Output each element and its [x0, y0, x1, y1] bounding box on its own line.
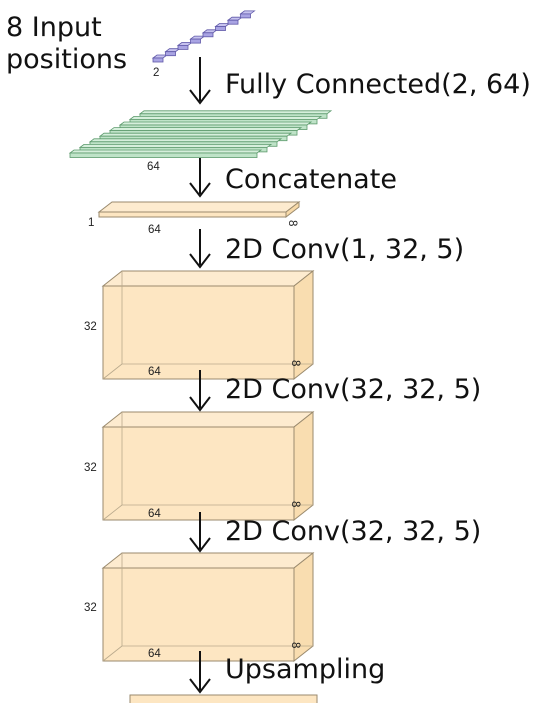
- input-position-block: [164, 48, 181, 57]
- arrow-down-icon: [189, 158, 211, 198]
- arrow-down-icon: [189, 57, 211, 105]
- step-label-fully-connected: Fully Connected(2, 64): [225, 69, 531, 100]
- conv-block-2: [101, 410, 315, 522]
- arrow-down-icon: [189, 651, 211, 694]
- conv1-width-label: 64: [148, 366, 161, 378]
- input-position-block: [201, 29, 219, 38]
- step-label-conv-1: 2D Conv(1, 32, 5): [225, 234, 464, 265]
- conv-block-3: [101, 551, 315, 663]
- input-position-block: [151, 54, 169, 63]
- conv-block-1: [101, 269, 315, 381]
- input-position-block: [239, 10, 256, 19]
- fully-connected-stack: [68, 110, 333, 158]
- conv1-depth-label: 8: [289, 360, 301, 366]
- input-positions-stack: [151, 10, 256, 63]
- input-title-line1: 8 Input: [6, 12, 102, 43]
- arrow-down-icon: [189, 512, 211, 553]
- conv3-height-label: 32: [84, 602, 97, 614]
- conv1-height-label: 32: [84, 321, 97, 333]
- input-position-block: [226, 16, 244, 25]
- conv3-width-label: 64: [148, 648, 161, 660]
- arrow-down-icon: [189, 229, 211, 269]
- input-position-block: [176, 42, 194, 50]
- step-label-conv-2: 2D Conv(32, 32, 5): [225, 374, 481, 405]
- input-position-block: [214, 23, 231, 31]
- conv2-width-label: 64: [148, 508, 161, 520]
- step-label-upsampling: Upsampling: [225, 654, 385, 685]
- concatenate-block: [97, 200, 301, 219]
- conv3-depth-label: 8: [289, 642, 301, 648]
- concat-height-label: 1: [88, 217, 94, 229]
- concat-depth-label: 8: [286, 220, 298, 226]
- concat-width-label: 64: [148, 224, 161, 236]
- conv2-depth-label: 8: [289, 501, 301, 507]
- fc-width-label: 64: [147, 161, 160, 173]
- input-title-line2: positions: [6, 44, 127, 75]
- fc-slab: [68, 149, 263, 158]
- upsampled-block-partial: [129, 694, 318, 703]
- input-position-block: [189, 35, 206, 44]
- input-dim-label: 2: [153, 67, 159, 79]
- step-label-concatenate: Concatenate: [225, 164, 397, 195]
- arrow-down-icon: [189, 370, 211, 412]
- conv2-height-label: 32: [84, 462, 97, 474]
- step-label-conv-3: 2D Conv(32, 32, 5): [225, 516, 481, 547]
